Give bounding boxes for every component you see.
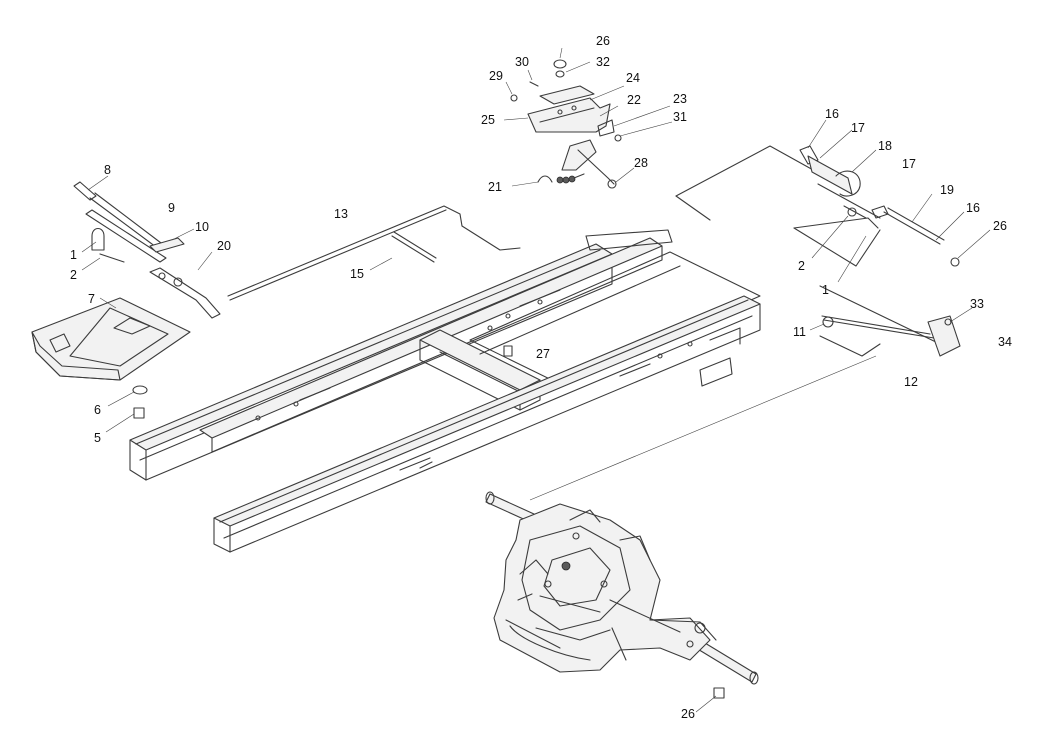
link-rod-20	[149, 267, 221, 319]
callout-17-right: 17	[902, 157, 916, 171]
rod-15	[391, 231, 437, 263]
callout-11: 11	[793, 325, 806, 339]
callout-13: 13	[334, 207, 348, 221]
callout-20: 20	[217, 239, 231, 253]
callout-12: 12	[904, 375, 918, 389]
bracket-10	[149, 237, 185, 253]
callout-29: 29	[489, 69, 503, 83]
callout-10: 10	[195, 220, 209, 234]
callout-22: 22	[627, 93, 641, 107]
pedal-assembly	[31, 181, 221, 419]
callout-24: 24	[626, 71, 640, 85]
callout-7: 7	[88, 292, 95, 306]
callout-2: 2	[70, 268, 77, 282]
callout-26-right: 26	[993, 219, 1007, 233]
bolt-5	[133, 407, 145, 419]
callout-5: 5	[94, 431, 101, 445]
callout-16-top: 16	[825, 107, 839, 121]
pedal-shaft	[85, 209, 167, 263]
callout-6: 6	[94, 403, 101, 417]
callout-19: 19	[940, 183, 954, 197]
callout-25: 25	[481, 113, 495, 127]
top-bracket-cluster	[510, 59, 622, 189]
control-rod-13	[227, 205, 521, 301]
callout-26-bottom: 26	[681, 707, 695, 721]
bolt-8	[73, 181, 166, 251]
callout-31: 31	[673, 110, 687, 124]
reference-line	[529, 355, 877, 501]
callout-26-top: 26	[596, 34, 610, 48]
callouts: 8 9 10 1 20 2 7 6 5 13 15 27 26 30 32 29…	[70, 34, 1012, 721]
callout-21: 21	[488, 180, 502, 194]
callout-2-right: 2	[798, 259, 805, 273]
right-linkage	[675, 145, 961, 357]
callout-9: 9	[168, 201, 175, 215]
transaxle	[485, 491, 759, 699]
callout-1-right: 1	[822, 283, 829, 297]
leader-lines	[81, 47, 991, 713]
washer-6	[132, 385, 148, 395]
callout-33: 33	[970, 297, 984, 311]
clevis-1	[91, 227, 105, 251]
callout-16-right: 16	[966, 201, 980, 215]
callout-34: 34	[998, 335, 1012, 349]
callout-18: 18	[878, 139, 892, 153]
callout-30: 30	[515, 55, 529, 69]
callout-28: 28	[634, 156, 648, 170]
main-frame	[129, 229, 761, 553]
callout-8: 8	[104, 163, 111, 177]
callout-27: 27	[536, 347, 550, 361]
callout-32: 32	[596, 55, 610, 69]
pin-2	[99, 253, 125, 263]
right-rail-top	[213, 295, 761, 527]
callout-1: 1	[70, 248, 77, 262]
callout-23: 23	[673, 92, 687, 106]
callout-17-top: 17	[851, 121, 865, 135]
pedal-plate-7	[31, 297, 191, 381]
bolt-27	[503, 345, 513, 357]
callout-15: 15	[350, 267, 364, 281]
